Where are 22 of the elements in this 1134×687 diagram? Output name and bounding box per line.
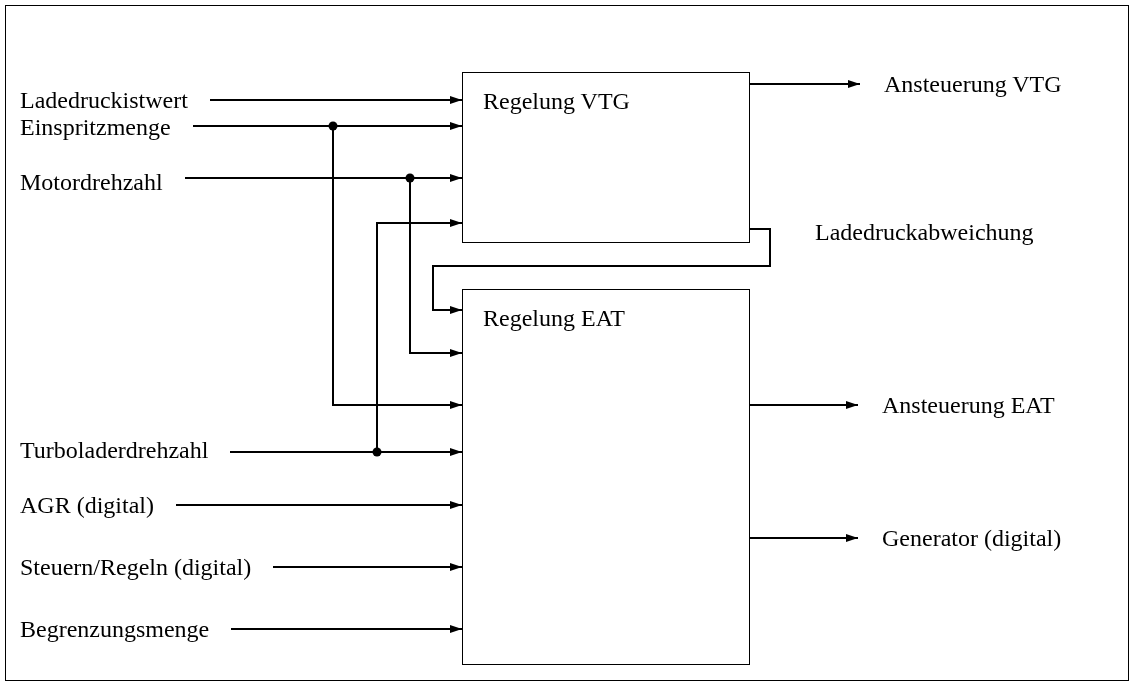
- signal-arrow: [175, 501, 463, 509]
- input-signal-label: AGR (digital): [20, 491, 176, 519]
- signal-arrow: [749, 401, 859, 409]
- signal-arrow: [749, 80, 861, 88]
- block-title: Regelung EAT: [483, 304, 625, 332]
- input-signal-label: Begrenzungsmenge: [20, 615, 232, 643]
- input-signal-label: Ladedruckistwert: [20, 86, 210, 114]
- controller-block: [462, 289, 750, 665]
- controller-block: [462, 72, 750, 243]
- input-signal-label: Einspritzmenge: [20, 113, 193, 141]
- input-signal-label: Steuern/Regeln (digital): [20, 553, 274, 581]
- signal-arrow: [272, 563, 463, 571]
- input-signal-label: Turboladerdrehzahl: [20, 436, 231, 464]
- input-signal-label: Motordrehzahl: [20, 168, 185, 196]
- signal-arrow: [749, 534, 859, 542]
- output-signal-label: Generator (digital): [858, 524, 1062, 552]
- output-signal-label: Ansteuerung EAT: [858, 391, 1055, 419]
- signal-arrow: [432, 228, 771, 314]
- signal-arrow: [209, 96, 463, 104]
- signal-arrow: [230, 625, 463, 633]
- block-title: Regelung VTG: [483, 87, 630, 115]
- output-signal-label: Ansteuerung VTG: [860, 70, 1062, 98]
